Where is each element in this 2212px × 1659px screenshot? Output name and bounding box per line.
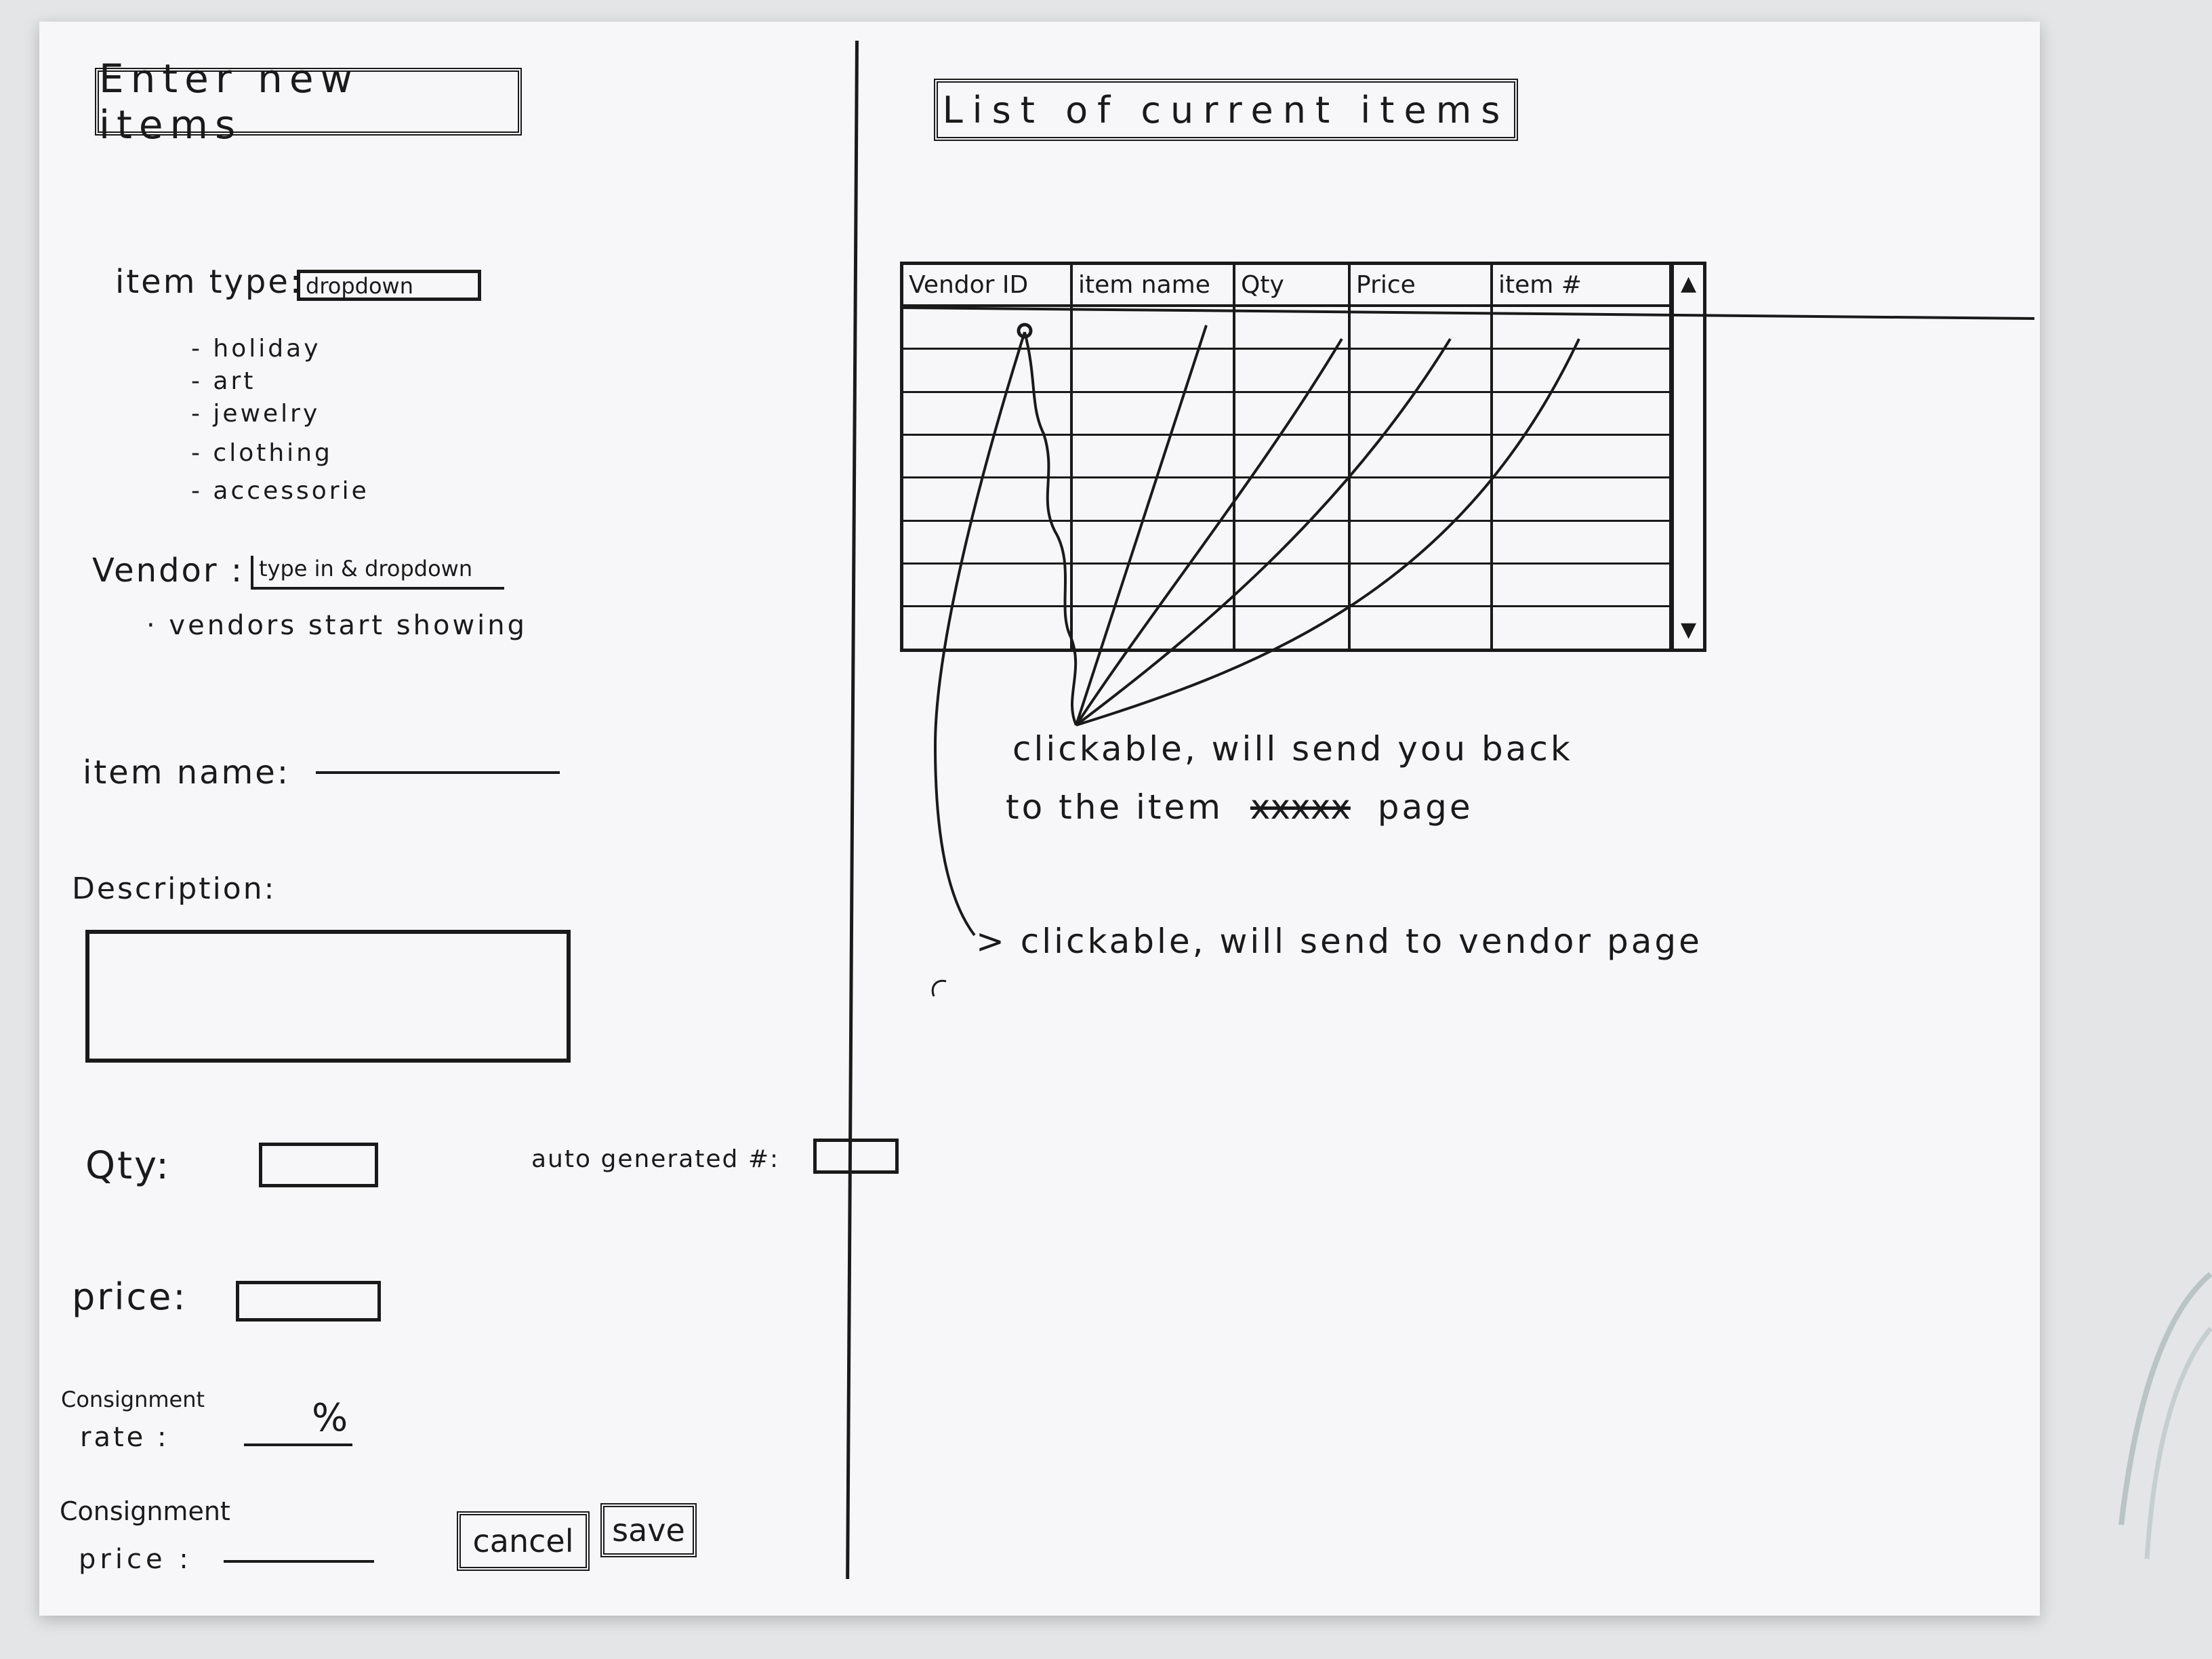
table-row[interactable] <box>900 520 1673 565</box>
item-link[interactable] <box>1233 392 1351 436</box>
description-label: Description: <box>72 872 276 906</box>
item-link[interactable] <box>1490 306 1673 350</box>
items-grid: Vendor ID item name Qty Price item # <box>900 262 1673 652</box>
price-input[interactable] <box>236 1281 381 1322</box>
vendor-input-text: type in & dropdown <box>259 556 473 581</box>
table-row[interactable] <box>900 306 1673 350</box>
column-header-vendor-id: Vendor ID <box>900 262 1073 307</box>
item-link[interactable] <box>1348 477 1493 522</box>
save-button[interactable]: save <box>600 1503 697 1557</box>
consignment-rate-field[interactable] <box>244 1443 352 1446</box>
triangle-up-icon[interactable]: ▲ <box>1681 272 1697 295</box>
item-link-note-text: to the item <box>1006 787 1224 827</box>
vendor-typeahead-input[interactable]: type in & dropdown <box>251 556 504 590</box>
table-row[interactable] <box>900 606 1673 651</box>
price-label: price: <box>72 1275 188 1318</box>
table-scrollbar[interactable]: ▲ ▼ <box>1671 262 1706 652</box>
item-link[interactable] <box>1070 520 1235 565</box>
item-type-option: - art <box>191 367 256 395</box>
consignment-price-label-line2: price : <box>79 1544 192 1575</box>
item-link[interactable] <box>1490 606 1673 651</box>
column-header-qty: Qty <box>1233 262 1351 307</box>
item-link[interactable] <box>1490 477 1673 522</box>
vendor-id-link[interactable] <box>900 477 1073 522</box>
vendor-hint: · vendors start showing <box>146 610 528 641</box>
vendor-id-link[interactable] <box>900 520 1073 565</box>
item-type-option: - clothing <box>191 439 333 467</box>
percent-suffix: % <box>312 1396 348 1440</box>
item-type-option: - holiday <box>191 335 321 363</box>
item-type-dropdown-text: dropdown <box>306 273 413 299</box>
table-row[interactable] <box>900 392 1673 436</box>
item-link[interactable] <box>1070 348 1235 393</box>
item-link[interactable] <box>1070 392 1235 436</box>
item-link-note-end: page <box>1377 787 1473 827</box>
triangle-down-icon[interactable]: ▼ <box>1681 618 1697 642</box>
cancel-button[interactable]: cancel <box>457 1511 590 1571</box>
table-row[interactable] <box>900 348 1673 393</box>
item-link[interactable] <box>1233 306 1351 350</box>
consignment-rate-label-line2: rate : <box>80 1422 169 1453</box>
item-link[interactable] <box>1348 563 1493 608</box>
vendor-id-link[interactable] <box>900 563 1073 608</box>
description-textarea[interactable] <box>85 930 571 1063</box>
item-name-field[interactable] <box>316 771 560 774</box>
item-link[interactable] <box>1233 606 1351 651</box>
item-link[interactable] <box>1348 392 1493 436</box>
item-link[interactable] <box>1490 520 1673 565</box>
item-link[interactable] <box>1490 563 1673 608</box>
item-link[interactable] <box>1348 434 1493 479</box>
item-link[interactable] <box>1233 563 1351 608</box>
left-panel-heading: Enter new items <box>95 56 522 148</box>
item-type-dropdown[interactable]: dropdown <box>297 270 481 301</box>
qty-label: Qty: <box>85 1144 171 1188</box>
item-link[interactable] <box>1070 434 1235 479</box>
table-row[interactable] <box>900 563 1673 608</box>
item-name-label: item name: <box>83 754 290 792</box>
autogen-number-field <box>813 1139 899 1174</box>
item-link-note-struck: xxxxx <box>1250 787 1351 827</box>
item-link[interactable] <box>1490 348 1673 393</box>
item-link[interactable] <box>1348 606 1493 651</box>
item-link[interactable] <box>1070 563 1235 608</box>
consignment-price-field[interactable] <box>224 1560 374 1563</box>
consignment-rate-label-line1: Consignment <box>61 1387 205 1412</box>
item-link[interactable] <box>1348 520 1493 565</box>
column-header-price: Price <box>1348 262 1493 307</box>
autogen-label: auto generated #: <box>531 1145 780 1173</box>
left-heading-text: Enter new items <box>99 56 359 148</box>
vendor-id-link[interactable] <box>900 392 1073 436</box>
item-link-note-line1: clickable, will send you back <box>1012 729 1573 769</box>
item-link-note-line2: to the item xxxxx page <box>1006 787 1473 827</box>
table-row[interactable] <box>900 434 1673 479</box>
item-type-option: - accessorie <box>191 477 369 505</box>
item-type-option: - jewelry <box>191 400 321 428</box>
right-panel-heading: List of current items <box>934 79 1518 141</box>
vendor-id-link[interactable] <box>900 306 1073 350</box>
item-link[interactable] <box>1233 434 1351 479</box>
item-link[interactable] <box>1348 306 1493 350</box>
consignment-price-label-line1: Consignment <box>60 1496 230 1526</box>
column-header-item-name: item name <box>1070 262 1235 307</box>
item-type-label: item type: <box>115 263 304 301</box>
right-heading-text: List of current items <box>942 88 1510 131</box>
table-header-row: Vendor ID item name Qty Price item # <box>900 262 1673 307</box>
item-link[interactable] <box>1490 392 1673 436</box>
vendor-link-note: > clickable, will send to vendor page <box>976 922 1702 961</box>
item-link[interactable] <box>1070 306 1235 350</box>
column-header-item-number: item # <box>1490 262 1673 307</box>
qty-input[interactable] <box>259 1143 378 1187</box>
vendor-id-link[interactable] <box>900 434 1073 479</box>
items-table: Vendor ID item name Qty Price item # ▲ ▼ <box>900 262 1715 663</box>
item-link[interactable] <box>1233 520 1351 565</box>
vendor-label: Vendor : <box>92 552 245 590</box>
vendor-id-link[interactable] <box>900 348 1073 393</box>
vendor-id-link[interactable] <box>900 606 1073 651</box>
item-link[interactable] <box>1070 477 1235 522</box>
